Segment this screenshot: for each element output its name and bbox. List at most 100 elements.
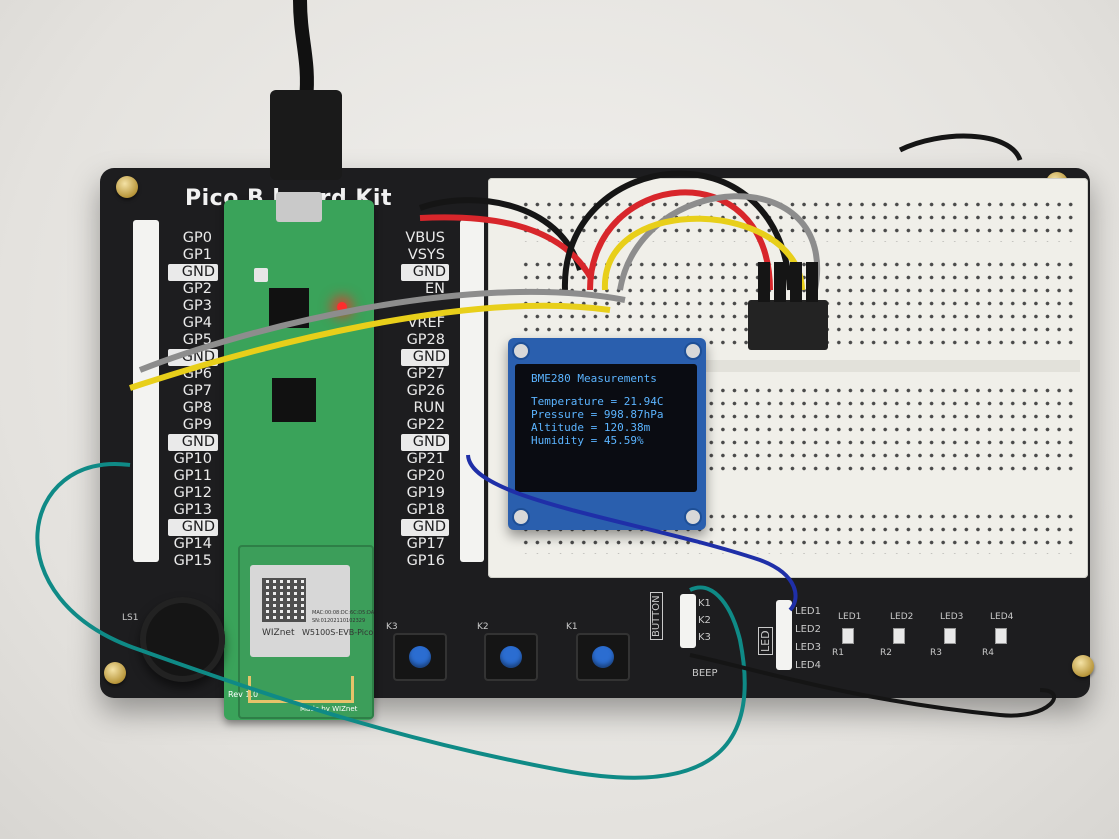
button-header-k3: K3 <box>698 632 711 643</box>
led-3 <box>944 628 956 644</box>
pin-label: GP16 <box>406 553 445 569</box>
usb-cable <box>293 0 314 101</box>
connector-head <box>774 262 786 302</box>
screw-bottom-left <box>104 662 126 684</box>
module-sn: SN:01202110102329 <box>312 618 366 624</box>
oled-line-humidity: Humidity = 45.59% <box>531 434 644 447</box>
ethernet-chip <box>272 378 316 422</box>
beep-label: BEEP <box>692 668 718 679</box>
led-resistor-4: R4 <box>982 648 994 658</box>
led-label-3: LED3 <box>940 612 964 622</box>
wire-grey-top <box>617 193 821 291</box>
led-header-2: LED2 <box>795 624 821 635</box>
module-made-by: Made by WIZnet <box>300 705 358 713</box>
pin-label: GND <box>401 264 449 281</box>
wire-black-top <box>561 170 793 291</box>
led-label-1: LED1 <box>838 612 862 622</box>
buzzer <box>140 597 225 682</box>
pin-label: GP28 <box>406 332 445 348</box>
pin-label: GND <box>401 349 449 366</box>
wire-grey-long <box>138 288 626 373</box>
module-model: W5100S-EVB-Pico <box>302 628 374 637</box>
pin-label: GND <box>168 519 218 536</box>
pin-label: RUN <box>413 400 445 416</box>
pin-label: GP2 <box>182 281 212 297</box>
pin-label: GP4 <box>182 315 212 331</box>
pin-label: VSYS <box>407 247 445 263</box>
power-led <box>337 302 347 312</box>
bootsel-button <box>254 268 268 282</box>
pin-label: GP27 <box>406 366 445 382</box>
button-header-k1: K1 <box>698 598 711 609</box>
oled-line-altitude: Altitude = 120.38m <box>531 421 651 434</box>
button-header-k2: K2 <box>698 615 711 626</box>
connector-head <box>758 262 770 302</box>
pin-label: GP14 <box>173 536 212 552</box>
wire-yellow-top <box>601 215 805 291</box>
pin-label: GP19 <box>406 485 445 501</box>
button-cap[interactable] <box>409 646 431 668</box>
wire-yellow-long <box>129 302 611 391</box>
pin-label: GP17 <box>406 536 445 552</box>
led-label-4: LED4 <box>990 612 1014 622</box>
button-k2[interactable] <box>484 633 538 681</box>
led-resistor-2: R2 <box>880 648 892 658</box>
pin-label: EN <box>424 281 445 297</box>
button-label-k3: K3 <box>386 622 398 632</box>
connector-head <box>806 262 818 302</box>
led-resistor-3: R3 <box>930 648 942 658</box>
pin-label: GP7 <box>182 383 212 399</box>
right-female-header <box>460 220 484 562</box>
pin-label: GP15 <box>173 553 212 569</box>
pin-label: GP5 <box>182 332 212 348</box>
led-1 <box>842 628 854 644</box>
pin-label: GP1 <box>182 247 212 263</box>
led-header <box>776 600 792 670</box>
pin-label: GP11 <box>173 468 212 484</box>
pin-label: GP12 <box>173 485 212 501</box>
pin-label: GND <box>401 434 449 451</box>
usb-connector <box>276 192 322 222</box>
button-k3[interactable] <box>393 633 447 681</box>
module-brand: WIZnet <box>262 628 295 638</box>
led-label-2: LED2 <box>890 612 914 622</box>
led-header-1: LED1 <box>795 606 821 617</box>
pin-label: GP26 <box>406 383 445 399</box>
usb-plug <box>270 90 342 180</box>
pin-label: GP22 <box>406 417 445 433</box>
led-resistor-1: R1 <box>832 648 844 658</box>
button-label-k1: K1 <box>566 622 578 632</box>
button-label-k2: K2 <box>477 622 489 632</box>
wire-teal <box>35 461 747 780</box>
led-header-4: LED4 <box>795 660 821 671</box>
button-header <box>680 594 696 648</box>
button-cap[interactable] <box>592 646 614 668</box>
led-4 <box>995 628 1007 644</box>
bme280-sensor <box>748 300 828 350</box>
pin-label: GP0 <box>182 230 212 246</box>
oled-line-pressure: Pressure = 998.87hPa <box>531 408 664 421</box>
connector-head <box>790 262 802 302</box>
led-2 <box>893 628 905 644</box>
button-cap[interactable] <box>500 646 522 668</box>
pin-label: GP21 <box>406 451 445 467</box>
screw-bottom-right <box>1072 655 1094 677</box>
oled-line-temperature: Temperature = 21.94C <box>531 395 664 408</box>
module-mac: MAC:00:08:DC:6C:D5:DA <box>312 610 375 616</box>
oled-screen: BME280 Measurements Temperature = 21.94C… <box>515 364 697 492</box>
pin-label: GP9 <box>182 417 212 433</box>
pin-label: GP3 <box>182 298 212 314</box>
led-header-3: LED3 <box>795 642 821 653</box>
button-k1[interactable] <box>576 633 630 681</box>
pin-label: GP10 <box>173 451 212 467</box>
wire-red <box>419 214 595 282</box>
pin-label: GP13 <box>173 502 212 518</box>
qr-code <box>262 578 306 622</box>
left-female-header <box>133 220 159 562</box>
buzzer-label: LS1 <box>122 613 139 623</box>
wire-black-right <box>898 133 1023 162</box>
wire-blue <box>466 454 798 612</box>
